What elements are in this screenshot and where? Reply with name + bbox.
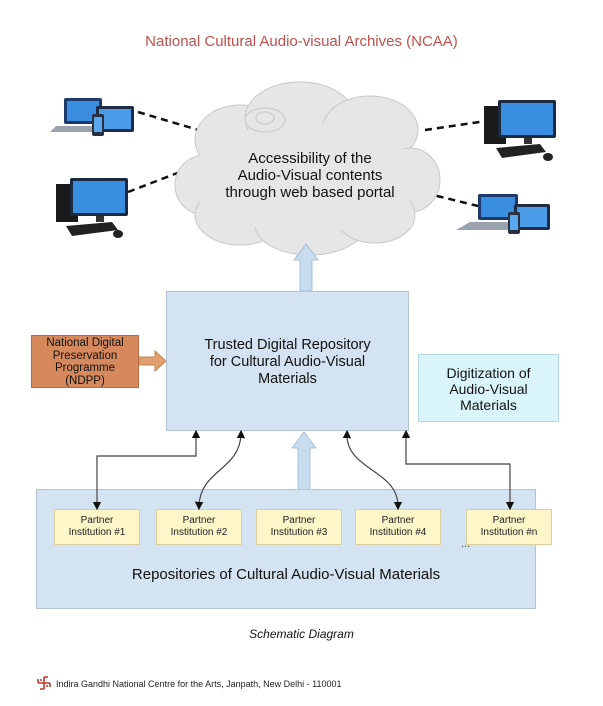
diagram-caption: Schematic Diagram: [249, 627, 354, 641]
laptop-tablet-phone-icon: [50, 98, 134, 136]
partner-line: Institution #4: [369, 527, 427, 538]
partner-line: Institution #2: [170, 527, 228, 538]
partner-line: Partner: [282, 515, 316, 526]
cloud-shape: [174, 81, 441, 256]
digitization-line: Materials: [460, 397, 517, 413]
desktop-computer-icon: [56, 178, 128, 238]
cloud-line: through web based portal: [225, 184, 395, 201]
cloud-line: Accessibility of the: [248, 150, 372, 167]
desktop-computer-icon: [484, 100, 556, 161]
ndpp-line: Preservation: [52, 349, 118, 362]
digitization-line: Audio-Visual: [449, 381, 528, 397]
partner-line: Institution #1: [68, 527, 126, 538]
partner-line: Partner: [492, 515, 526, 526]
cloud-label: Accessibility of the Audio-Visual conten…: [200, 150, 420, 201]
partner-institution-4: Partner Institution #4: [355, 509, 441, 545]
dashed-link-mid-right: [424, 191, 479, 208]
diagram-title: National Cultural Audio-visual Archives …: [145, 33, 458, 50]
ndpp-line: National Digital: [46, 337, 124, 349]
ndpp-line: Programme: [54, 362, 116, 374]
ignca-logo-icon: [37, 676, 51, 690]
partner-institution-1: Partner Institution #1: [54, 509, 140, 545]
partner-institution-3: Partner Institution #3: [256, 509, 342, 545]
partner-line: Institution #3: [270, 527, 328, 538]
tdr-line: for Cultural Audio-Visual: [209, 354, 366, 370]
trusted-digital-repository-box: [166, 291, 409, 431]
partner-institution-n: Partner Institution #n: [466, 509, 552, 545]
partner-line: Partner: [381, 515, 415, 526]
partner-line: Partner: [80, 515, 114, 526]
more-partners-ellipsis: ...: [461, 538, 471, 550]
partner-institution-2: Partner Institution #2: [156, 509, 242, 545]
repositories-label: Repositories of Cultural Audio-Visual Ma…: [131, 566, 441, 583]
trusted-digital-repository-label: Trusted Digital Repository for Cultural …: [166, 337, 409, 388]
dashed-link-top-right: [424, 119, 487, 132]
ndpp-box: National Digital Preservation Programme …: [31, 335, 139, 388]
laptop-tablet-phone-icon: [456, 194, 550, 234]
dashed-link-top-left: [137, 110, 206, 134]
digitization-line: Digitization of: [446, 365, 531, 381]
dashed-link-mid-left: [127, 170, 181, 194]
tdr-line: Trusted Digital Repository: [204, 337, 371, 353]
cloud-line: Audio-Visual contents: [237, 167, 383, 184]
upload-arrow-to-cloud: [293, 243, 319, 292]
footer-address: Indira Gandhi National Centre for the Ar…: [56, 679, 342, 689]
ndpp-arrow: [138, 349, 167, 373]
ndpp-line: (NDPP): [65, 374, 105, 387]
digitization-box: Digitization of Audio-Visual Materials: [418, 354, 559, 422]
partner-line: Institution #n: [480, 527, 538, 538]
tdr-line: Materials: [258, 371, 317, 387]
partner-line: Partner: [182, 515, 216, 526]
